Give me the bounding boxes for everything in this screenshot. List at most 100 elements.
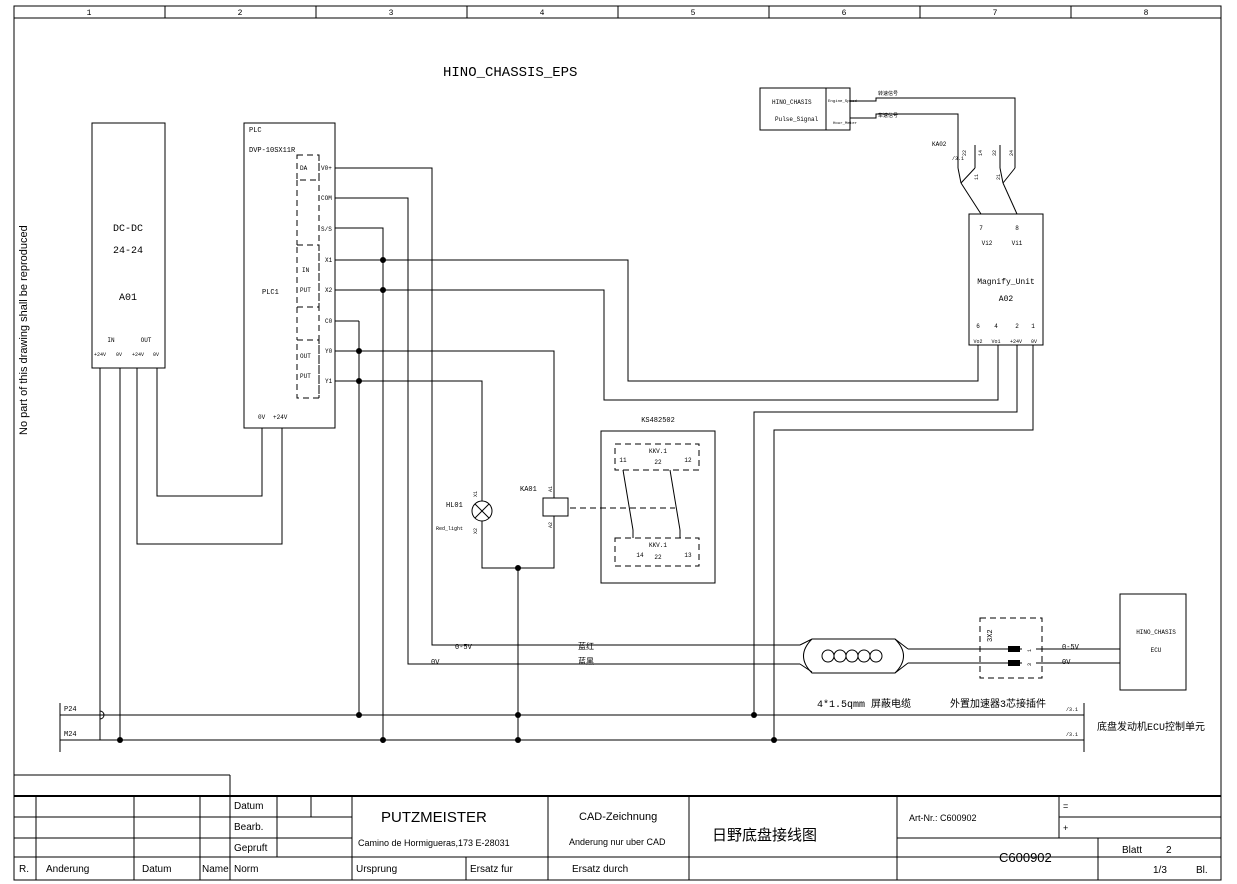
plc-out: OUT xyxy=(300,353,311,360)
plc-ss: S/S xyxy=(321,226,332,233)
bus-m24: M24 xyxy=(64,731,77,739)
tb-datum: Datum xyxy=(234,801,263,812)
a01-line2: 24-24 xyxy=(113,246,143,257)
label-blue-black: 蓝黑 xyxy=(578,656,594,667)
a01-pin2: 0V xyxy=(116,352,122,358)
mag-t7: 7 xyxy=(979,225,983,232)
hino-ecu-box[interactable]: HINO_CHASIS ECU xyxy=(1119,593,1187,691)
mag-vi2: Vi2 xyxy=(982,240,993,247)
copyright-note: No part of this drawing shall be reprodu… xyxy=(18,225,30,435)
ka02-t11: 11 xyxy=(974,174,980,180)
hino-cn-vehicle: 车速信号 xyxy=(878,112,898,119)
plc-x2: X2 xyxy=(325,287,333,294)
mag-vo2: Vo2 xyxy=(973,339,982,345)
bus-ref2: /3.1 xyxy=(1066,732,1078,738)
title-block xyxy=(14,774,1221,880)
ka02-t22: 22 xyxy=(962,150,968,156)
column-2: 2 xyxy=(238,9,243,18)
bus-ref1: /3.1 xyxy=(1066,707,1078,713)
ks-n13: 13 xyxy=(684,552,692,559)
label-ecu-0v: 0V xyxy=(1062,659,1071,667)
column-ruler: 1 2 3 4 5 6 7 8 xyxy=(87,9,1149,18)
mag-t2: 2 xyxy=(1015,323,1019,330)
plc-dvp10sx[interactable]: PLC DVP-10SX11R PLC1 DA IN PUT OUT PUT V… xyxy=(243,122,336,429)
hl01-sub: Red_light xyxy=(436,526,463,532)
plc-24v: +24V xyxy=(273,414,288,421)
connector-pin1: 1 xyxy=(1027,649,1033,652)
column-3: 3 xyxy=(389,9,394,18)
mag-vo1: Vo1 xyxy=(991,339,1000,345)
label-0v: 0V xyxy=(431,659,440,667)
connector-3x2[interactable]: 3X2 1 3 xyxy=(979,617,1043,679)
ka02-t32: 32 xyxy=(992,150,998,156)
label-connector: 外置加速器3芯接插件 xyxy=(950,697,1046,711)
ks-name: KS482502 xyxy=(641,417,675,425)
hino-chassis-pulse-box[interactable]: HINO_CHASIS Pulse_Signal Engine_Speed Ho… xyxy=(759,87,898,131)
tb-sheets: 1/3 xyxy=(1153,865,1167,876)
magnify-unit-a02[interactable]: 7 8 Vi2 Vi1 Magnify_Unit A02 6 4 2 1 Vo2… xyxy=(968,213,1044,346)
ks-kkv-bottom: KKV.1 xyxy=(649,542,667,549)
ka02-t14: 14 xyxy=(978,150,984,156)
tb-drawing-title: 日野底盘接线图 xyxy=(712,826,817,844)
connector-name: 3X2 xyxy=(987,629,995,642)
ka02-t24: 24 xyxy=(1009,150,1015,156)
a01-label: A01 xyxy=(119,293,137,304)
label-0-5v: 0-5V xyxy=(455,644,473,652)
tb-ersatz-durch: Ersatz durch xyxy=(572,864,628,875)
mag-vi1: Vi1 xyxy=(1012,240,1023,247)
label-cable-spec: 4*1.5qmm 屏蔽电缆 xyxy=(817,697,911,711)
tb-bl: Bl. xyxy=(1196,865,1208,876)
plc-put1: PUT xyxy=(300,287,311,294)
mag-t1: 1 xyxy=(1031,323,1035,330)
wire-crossings xyxy=(99,710,105,720)
a01-line1: DC-DC xyxy=(113,224,143,235)
label-ecu-note: 底盘发动机ECU控制单元 xyxy=(1097,720,1205,734)
ks-n11: 11 xyxy=(619,457,627,464)
hino-line1: HINO_CHASIS xyxy=(772,99,812,106)
wiring xyxy=(59,97,1120,752)
tb-eq: = xyxy=(1063,801,1068,811)
plc-0v: 0V xyxy=(258,414,266,421)
connector-pin3: 3 xyxy=(1027,663,1033,666)
plc-in: IN xyxy=(302,267,310,274)
ecu-line2: ECU xyxy=(1151,647,1162,654)
tb-datum2: Datum xyxy=(142,864,171,875)
hino-engine-speed: Engine_Speed xyxy=(828,99,857,104)
label-blue-red: 蓝红 xyxy=(578,641,594,652)
ka02-name: KA02 xyxy=(932,141,947,148)
tb-anderung: Anderung xyxy=(46,864,89,875)
tb-plus: + xyxy=(1063,823,1068,833)
tb-bearb: Bearb. xyxy=(234,822,263,833)
plc-name: PLC1 xyxy=(262,289,279,297)
a01-pin3: +24V xyxy=(132,352,144,358)
tb-ursprung: Ursprung xyxy=(356,864,397,875)
mag-t4: 4 xyxy=(994,323,998,330)
mag-0v: 0V xyxy=(1031,339,1037,345)
relay-coil-ka01[interactable]: KA01 A1 A2 xyxy=(520,486,569,528)
lamp-hl01[interactable]: HL01 Red_light X1 X2 xyxy=(436,491,493,534)
a01-pin4: 0V xyxy=(153,352,159,358)
plc-title: PLC xyxy=(249,127,262,135)
mag-t8: 8 xyxy=(1015,225,1019,232)
tb-cad-note: Anderung nur uber CAD xyxy=(569,837,666,847)
hl01-x2: X2 xyxy=(473,528,479,534)
ks-n22b: 22 xyxy=(654,554,662,561)
relay-ks482502[interactable]: KS482502 KKV.1 11 22 12 KKV.1 14 22 13 xyxy=(600,417,716,584)
plc-com: COM xyxy=(321,195,332,202)
hino-hour-meter: Hour_Meter xyxy=(833,121,858,126)
junction-dots xyxy=(117,257,777,743)
tb-blatt: Blatt xyxy=(1122,845,1142,856)
plc-put2: PUT xyxy=(300,373,311,380)
ka01-name: KA01 xyxy=(520,486,537,494)
mag-title: Magnify_Unit xyxy=(977,278,1035,287)
bus-labels: P24 M24 /3.1 /3.1 xyxy=(64,706,1078,739)
column-5: 5 xyxy=(691,9,696,18)
ka01-a2: A2 xyxy=(548,522,554,528)
column-1: 1 xyxy=(87,9,92,18)
plc-y1: Y1 xyxy=(325,378,333,385)
dcdc-converter-a01[interactable]: DC-DC 24-24 A01 IN OUT +24V 0V +24V 0V xyxy=(91,122,166,369)
column-7: 7 xyxy=(993,9,998,18)
tb-blatt-no: 2 xyxy=(1166,845,1172,856)
ks-n14: 14 xyxy=(636,552,644,559)
